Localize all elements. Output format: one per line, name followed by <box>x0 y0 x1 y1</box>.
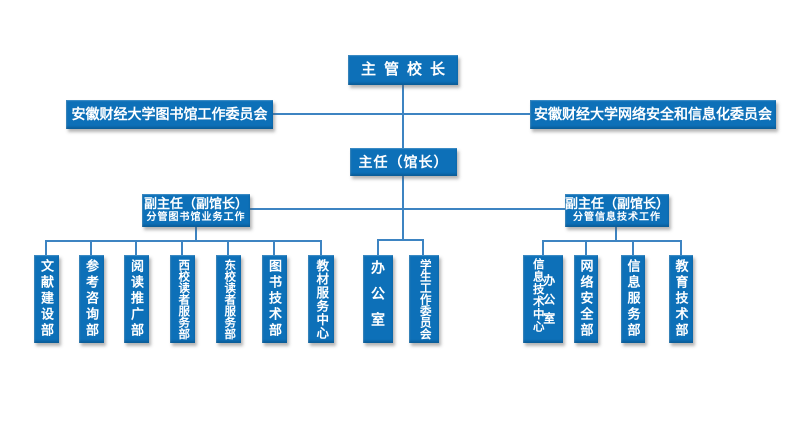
connector-right-stub-2 <box>585 240 587 255</box>
dept-label: 办公室 <box>541 273 556 331</box>
connector-right-bracket <box>542 240 681 242</box>
deputy-right-subtitle: 分管信息技术工作 <box>573 212 661 224</box>
connector-left-stub-3 <box>135 240 137 255</box>
president-label: 主管校长 <box>360 61 453 79</box>
connector-left-stub-7 <box>320 240 322 255</box>
connector-left-bracket <box>45 240 322 242</box>
dept-box-book-technology: 图书技术部 <box>262 255 287 343</box>
deputy-right-title: 副主任（副馆长） <box>565 196 670 212</box>
dept-sub-label: 信息技术中心 <box>531 258 544 333</box>
connector-left-stub-5 <box>227 240 229 255</box>
connector-left-stub-2 <box>90 240 92 255</box>
president-box: 主管校长 <box>348 55 458 85</box>
library-committee-box: 安徽财经大学图书馆工作委员会 <box>66 100 273 129</box>
dept-box-network-security: 网络安全部 <box>574 255 598 343</box>
dept-label: 参考咨询部 <box>84 259 99 339</box>
library-committee-label: 安徽财经大学图书馆工作委员会 <box>71 106 268 123</box>
director-label: 主任（馆长） <box>358 153 449 170</box>
dept-label: 办公室 <box>370 260 386 338</box>
connector-left-stub-6 <box>273 240 275 255</box>
dept-label: 学生工作委员会 <box>418 258 431 340</box>
connector-right-stub-1 <box>542 240 544 255</box>
network-committee-box: 安徽财经大学网络安全和信息化委员会 <box>530 100 776 129</box>
dept-label: 西校读者服务部 <box>177 258 190 340</box>
dept-label: 东校读者服务部 <box>223 258 236 340</box>
deputy-left-subtitle: 分管图书馆业务工作 <box>146 212 246 224</box>
dept-label: 文献建设部 <box>39 259 54 339</box>
dept-box-reference-consulting: 参考咨询部 <box>79 255 104 343</box>
connector-middle-bracket <box>377 239 424 241</box>
connector-deputy-right-stub <box>615 226 617 241</box>
dept-box-education-technology: 教育技术部 <box>669 255 693 343</box>
dept-label: 图书技术部 <box>267 259 282 339</box>
connector-left-stub-1 <box>45 240 47 255</box>
dept-label: 教育技术部 <box>673 259 689 339</box>
dept-box-office: 办公室 <box>363 255 393 343</box>
dept-label: 阅读推广部 <box>129 259 144 339</box>
deputy-right-box: 副主任（副馆长） 分管信息技术工作 <box>565 194 669 227</box>
dept-label: 教材服务中心 <box>314 258 329 340</box>
connector-left-stub-4 <box>181 240 183 255</box>
connector-committees <box>273 113 530 115</box>
connector-right-stub-3 <box>632 240 634 255</box>
network-committee-label: 安徽财经大学网络安全和信息化委员会 <box>534 106 772 123</box>
deputy-left-box: 副主任（副馆长） 分管图书馆业务工作 <box>142 194 250 227</box>
director-box: 主任（馆长） <box>350 148 457 176</box>
dept-box-east-campus-reader-service: 东校读者服务部 <box>216 255 241 343</box>
dept-box-student-work-committee: 学生工作委员会 <box>409 255 439 343</box>
dept-box-reading-promotion: 阅读推广部 <box>124 255 149 343</box>
dept-box-it-center-office: 信息技术中心 办公室 <box>523 255 563 343</box>
connector-president-director <box>402 85 404 148</box>
dept-label: 信息服务部 <box>625 259 641 339</box>
connector-right-stub-4 <box>680 240 682 255</box>
connector-middle-stub-1 <box>377 239 379 255</box>
dept-box-document-construction: 文献建设部 <box>34 255 59 343</box>
connector-deputies <box>250 208 565 210</box>
dept-label: 网络安全部 <box>578 259 594 339</box>
dept-box-west-campus-reader-service: 西校读者服务部 <box>170 255 195 343</box>
connector-middle-stub-2 <box>422 239 424 255</box>
dept-box-textbook-service-center: 教材服务中心 <box>308 255 334 343</box>
deputy-left-title: 副主任（副馆长） <box>143 196 248 212</box>
dept-box-information-service: 信息服务部 <box>621 255 645 343</box>
connector-deputy-left-stub <box>195 226 197 241</box>
